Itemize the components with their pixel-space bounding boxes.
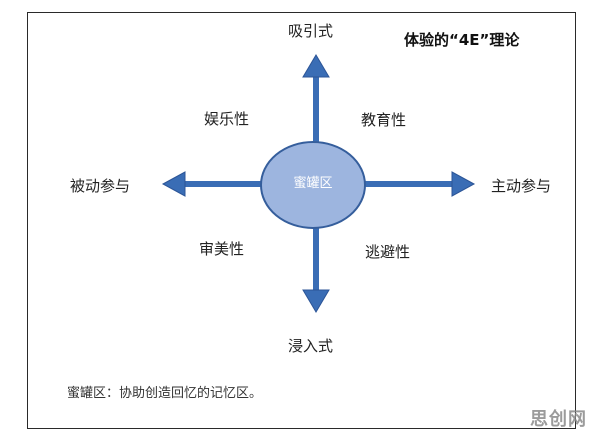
axis-label-bottom: 浸入式 [288, 337, 334, 355]
site-watermark: 思创网 [530, 409, 587, 430]
footnote: 蜜罐区：协助创造回忆的记忆区。 [67, 386, 263, 401]
center-label: 蜜罐区 [293, 176, 333, 191]
diagram-frame [27, 12, 576, 429]
axis-label-right: 主动参与 [491, 177, 552, 195]
quadrant-label-bottom-right: 逃避性 [365, 243, 411, 261]
quadrant-label-top-right: 教育性 [361, 111, 407, 129]
diagram-title: 体验的“4E”理论 [404, 31, 520, 49]
quadrant-label-bottom-left: 审美性 [199, 240, 245, 258]
honeypot-ellipse [260, 141, 366, 229]
axis-label-top: 吸引式 [288, 22, 334, 40]
axis-label-left: 被动参与 [70, 177, 131, 195]
arrow-up-head [302, 54, 330, 78]
arrow-left-head [161, 171, 186, 197]
arrow-right-head [451, 171, 476, 197]
arrow-down-head [302, 289, 330, 313]
quadrant-label-top-left: 娱乐性 [204, 110, 250, 128]
